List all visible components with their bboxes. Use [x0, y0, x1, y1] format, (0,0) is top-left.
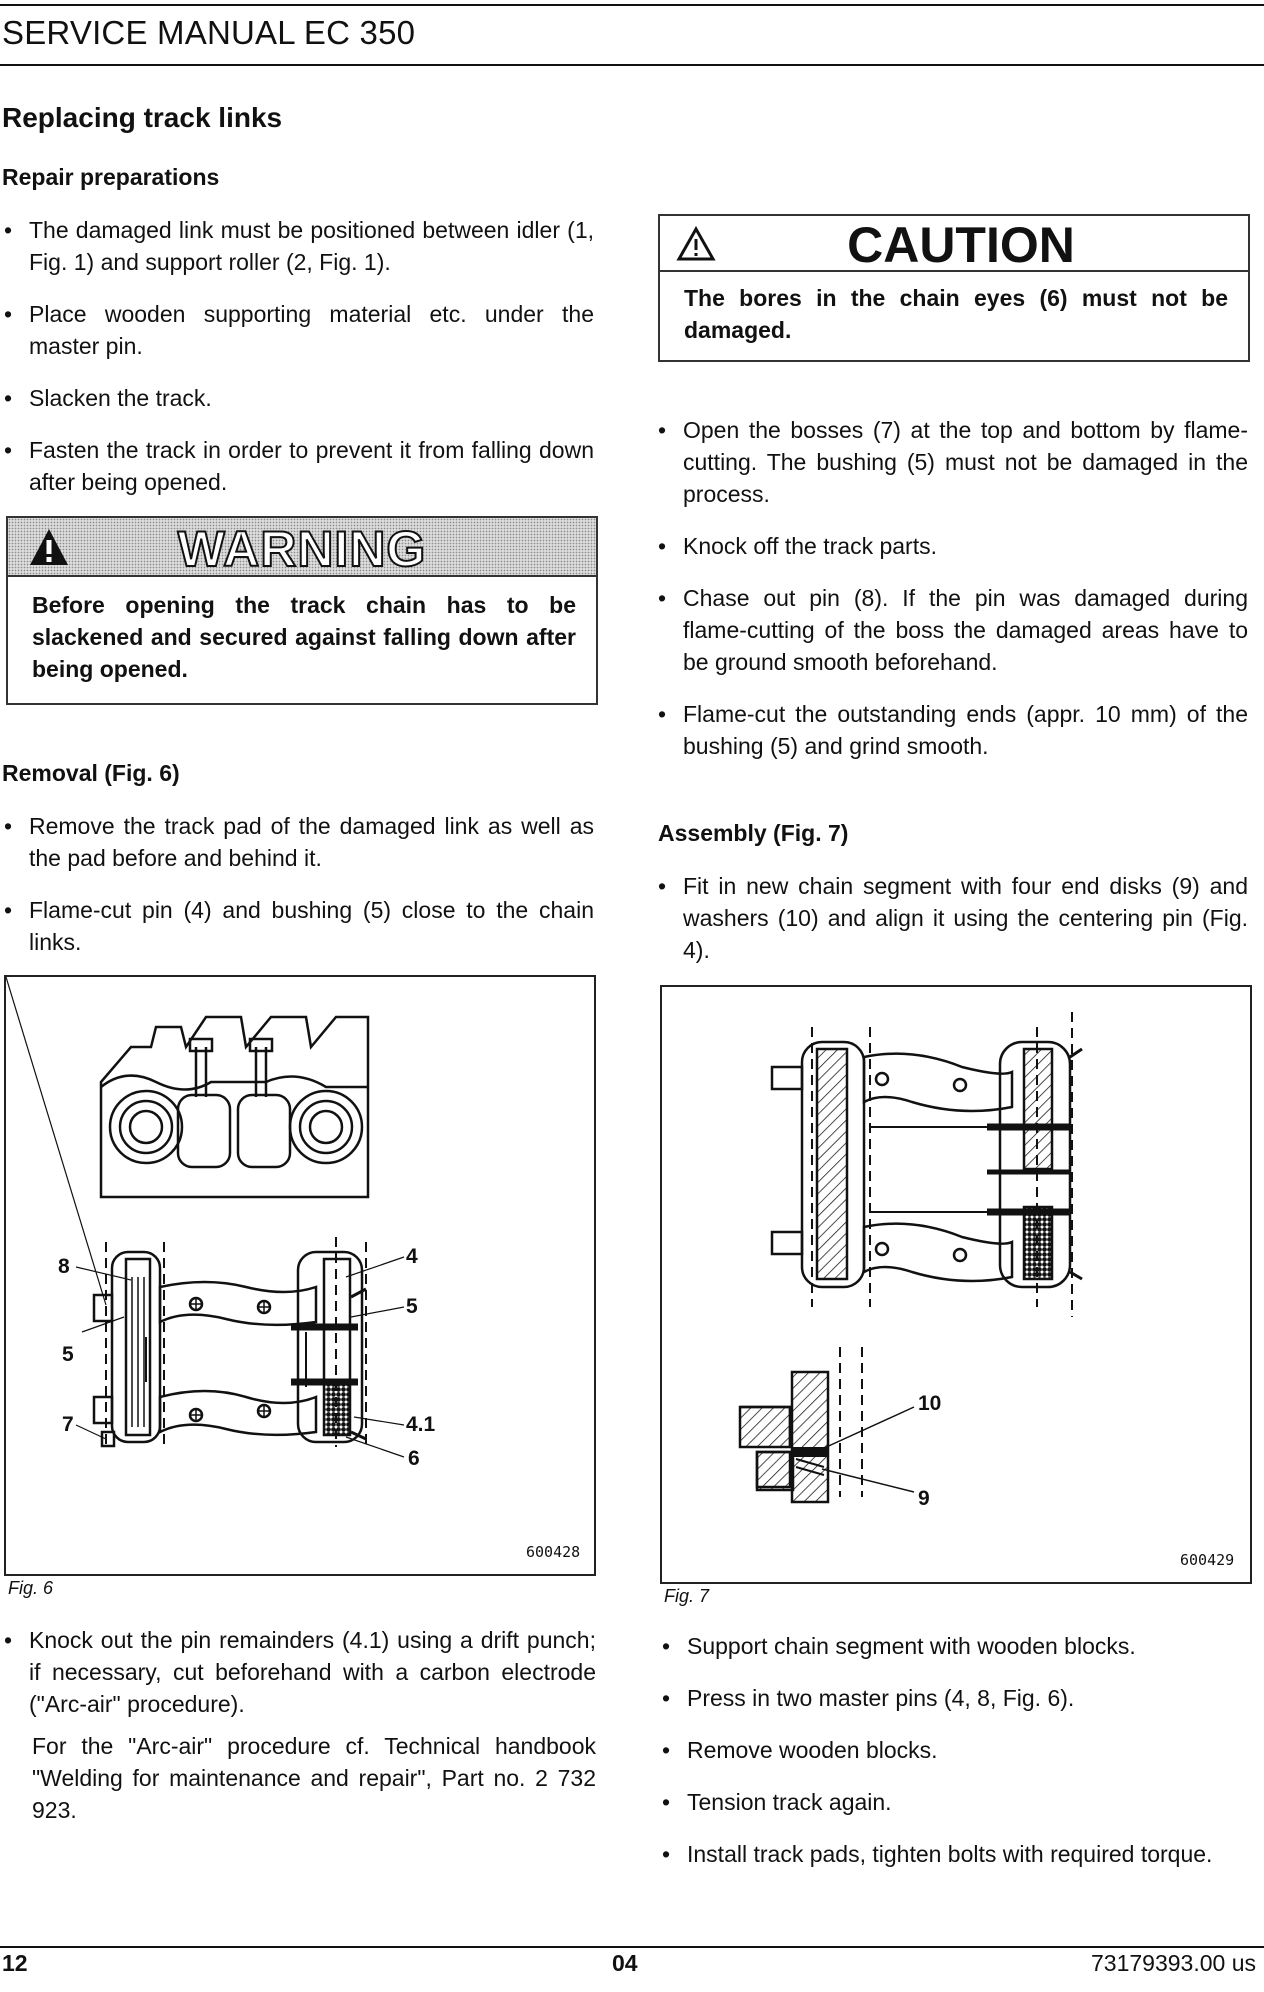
figure-7: 10 9 600429: [660, 985, 1252, 1584]
list-item: Press in two master pins (4, 8, Fig. 6).: [660, 1682, 1252, 1714]
footer-rule: [0, 1946, 1264, 1948]
list-item: Support chain segment with wooden blocks…: [660, 1630, 1252, 1662]
list-item: Flame-cut pin (4) and bushing (5) close …: [2, 894, 594, 958]
warning-triangle-icon: [30, 529, 68, 565]
caution-triangle-icon: [676, 226, 716, 261]
manual-title: SERVICE MANUAL EC 350: [2, 14, 416, 51]
repair-preparations-heading: Repair preparations: [2, 164, 220, 190]
list-item: Install track pads, tighten bolts with r…: [660, 1838, 1252, 1870]
list-item: Remove the track pad of the damaged link…: [2, 810, 594, 874]
warning-title: WARNING: [177, 520, 427, 578]
repair-preparations-list: The damaged link must be positioned betw…: [2, 214, 594, 518]
figure-6-caption: Fig. 6: [8, 1578, 54, 1598]
callout-4: 4: [406, 1245, 418, 1268]
page-number: 12: [2, 1950, 28, 1976]
top-rule: [0, 4, 1264, 6]
list-item: Remove wooden blocks.: [660, 1734, 1252, 1766]
callout-8: 8: [58, 1255, 70, 1278]
figure-7-number: 600429: [1180, 1551, 1235, 1569]
list-item: Chase out pin (8). If the pin was damage…: [656, 582, 1248, 678]
caution-header: CAUTION: [660, 216, 1248, 273]
list-item: Knock off the track parts.: [656, 530, 1248, 562]
removal-list: Remove the track pad of the damaged link…: [2, 810, 594, 978]
arc-air-note: For the "Arc-air" procedure cf. Technica…: [32, 1733, 596, 1823]
callout-5-left: 5: [62, 1343, 74, 1366]
list-item: The damaged link must be positioned betw…: [2, 214, 594, 278]
warning-box: WARNING Before opening the track chain h…: [6, 516, 598, 705]
removal-heading: Removal (Fig. 6): [2, 760, 180, 786]
callout-4-1: 4.1: [406, 1413, 436, 1436]
callout-5-right: 5: [406, 1295, 418, 1318]
list-item: Open the bosses (7) at the top and botto…: [656, 414, 1248, 510]
pin-removal-list: Knock out the pin remainders (4.1) using…: [2, 1624, 596, 1740]
callout-7: 7: [62, 1413, 74, 1436]
assembly-steps-list: Support chain segment with wooden blocks…: [660, 1630, 1252, 1890]
assembly-list: Fit in new chain segment with four end d…: [656, 870, 1248, 986]
list-item: Flame-cut the outstanding ends (appr. 10…: [656, 698, 1248, 762]
list-item: Fasten the track in order to prevent it …: [2, 434, 594, 498]
figure-6-number: 600428: [526, 1543, 581, 1561]
warning-text: Before opening the track chain has to be…: [32, 592, 576, 682]
callout-10: 10: [918, 1392, 942, 1415]
figure-6: 8 4 5 5 7 4.1 6 600428: [4, 975, 596, 1576]
assembly-heading: Assembly (Fig. 7): [658, 820, 849, 846]
warning-header: WARNING: [8, 518, 596, 578]
list-item: Tension track again.: [660, 1786, 1252, 1818]
list-item: Fit in new chain segment with four end d…: [656, 870, 1248, 966]
caution-title: CAUTION: [847, 217, 1075, 273]
section-number: 04: [612, 1950, 638, 1976]
document-number: 73179393.00 us: [1091, 1950, 1256, 1976]
list-item: Slacken the track.: [2, 382, 594, 414]
track-link-assembly-diagram: [738, 1012, 1083, 1504]
caution-text: The bores in the chain eyes (6) must not…: [684, 285, 1228, 343]
caution-box: CAUTION The bores in the chain eyes (6) …: [658, 214, 1250, 362]
list-item: Place wooden supporting material etc. un…: [2, 298, 594, 362]
disassembly-list: Open the bosses (7) at the top and botto…: [656, 414, 1248, 782]
figure-7-caption: Fig. 7: [664, 1586, 710, 1606]
callout-6: 6: [408, 1447, 420, 1470]
track-link-removal-diagram: [5, 976, 405, 1458]
list-item: Knock out the pin remainders (4.1) using…: [2, 1624, 596, 1720]
header-rule: [0, 64, 1264, 66]
callout-9: 9: [918, 1487, 930, 1510]
section-title: Replacing track links: [2, 102, 283, 133]
